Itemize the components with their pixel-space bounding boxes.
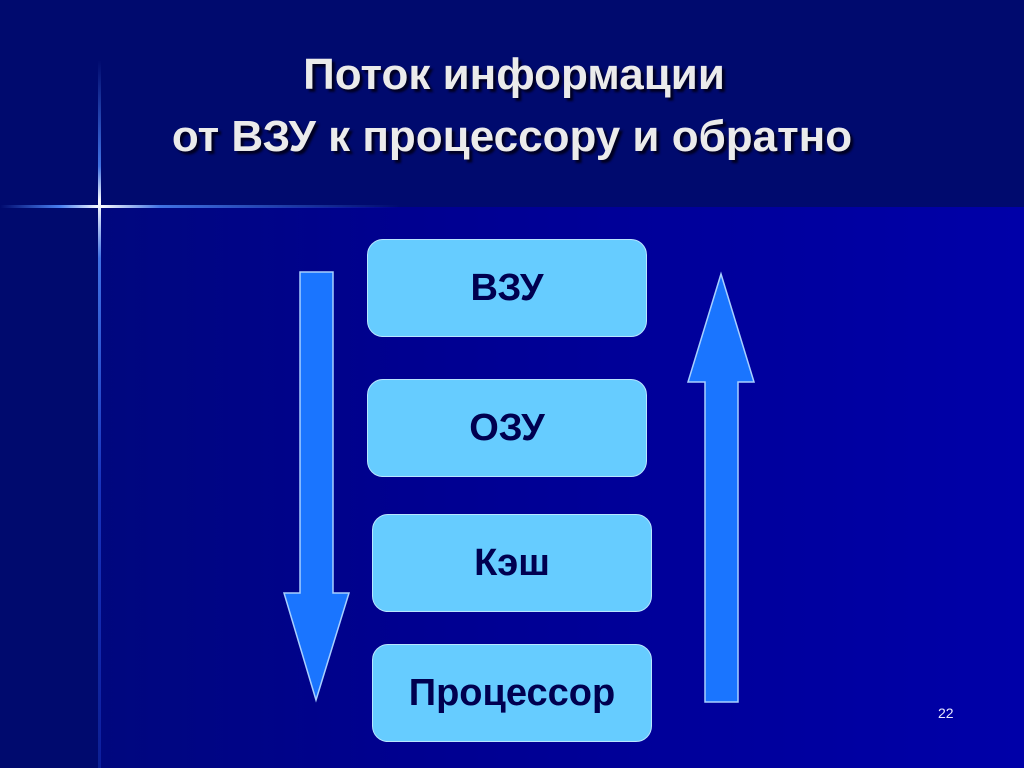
slide-title: Поток информации от ВЗУ к процессору и о… xyxy=(0,44,1024,168)
background-top xyxy=(0,0,1024,207)
node-cache: Кэш xyxy=(372,514,652,612)
node-cpu: Процессор xyxy=(372,644,652,742)
node-label: ВЗУ xyxy=(470,266,544,309)
title-line-1: Поток информации xyxy=(303,50,725,99)
node-ozu: ОЗУ xyxy=(367,379,647,477)
arrow-up-icon xyxy=(686,271,756,703)
decorative-horizontal-line xyxy=(0,205,400,208)
node-label: ОЗУ xyxy=(469,406,545,449)
decorative-vertical-line xyxy=(98,60,101,768)
slide-number: 22 xyxy=(938,705,954,721)
arrow-down-icon xyxy=(282,271,351,703)
background-left-strip xyxy=(0,207,100,768)
title-line-2: от ВЗУ к процессору и обратно xyxy=(171,112,853,161)
node-label: Кэш xyxy=(474,541,550,584)
node-label: Процессор xyxy=(408,671,616,714)
node-vzu: ВЗУ xyxy=(367,239,647,337)
